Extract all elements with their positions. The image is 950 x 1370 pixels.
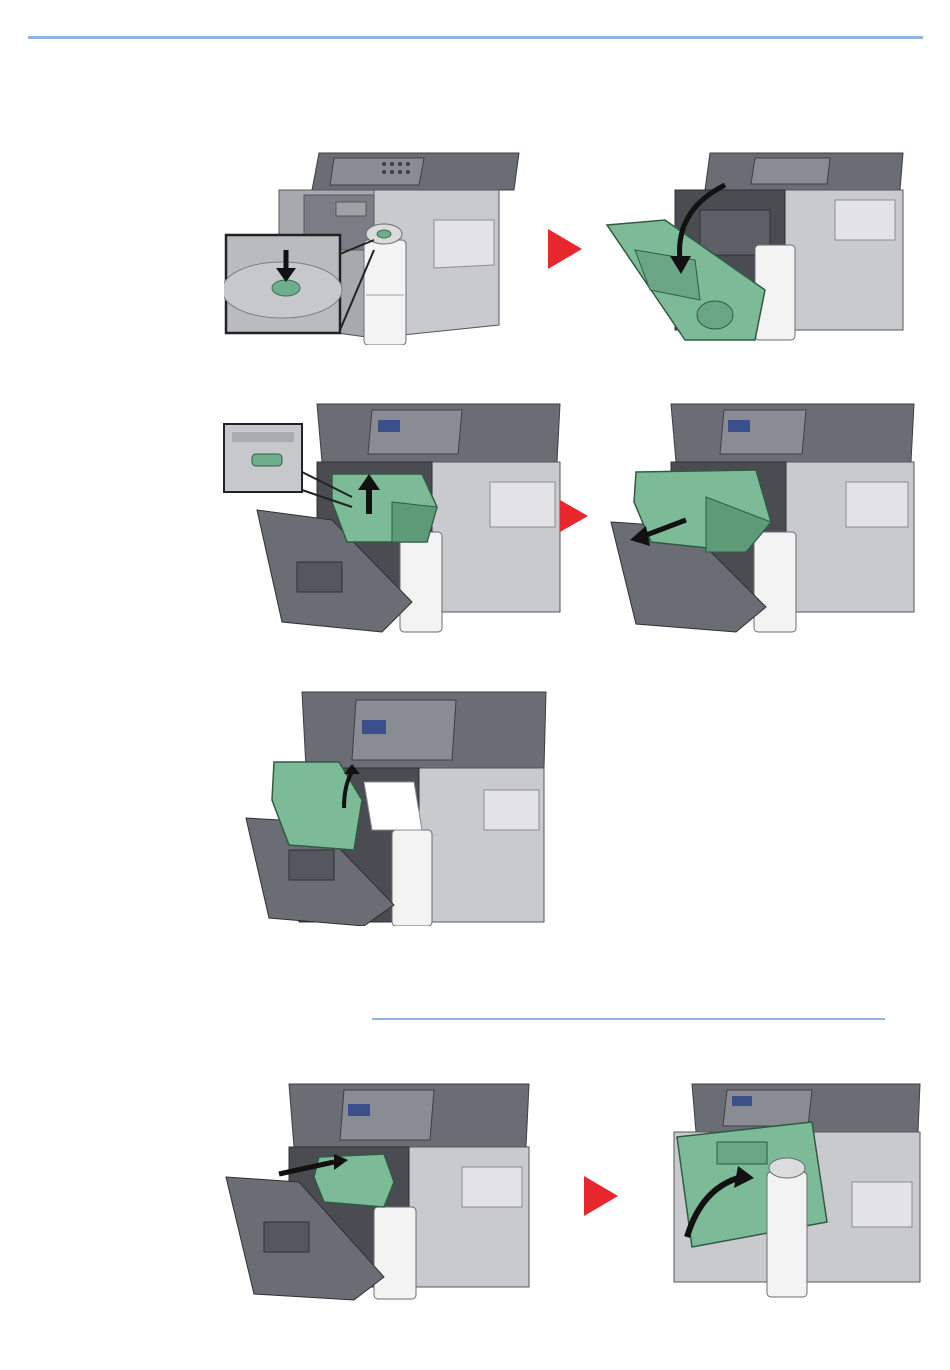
step-arrow-icon xyxy=(584,1176,618,1216)
printer-release-button-illustration xyxy=(224,150,524,345)
header-rule xyxy=(28,36,923,39)
printer-front-cover-opening-illustration xyxy=(605,150,905,345)
step-arrow-icon xyxy=(548,229,582,269)
drum-unit-pull-out-illustration xyxy=(606,402,916,634)
toner-container-lift-illustration xyxy=(222,402,564,634)
section-rule xyxy=(372,1018,885,1020)
paper-jam-removal-illustration xyxy=(244,690,550,926)
step-arrow-icon xyxy=(560,500,588,532)
printer-front-cover-closing-illustration xyxy=(672,1082,922,1302)
drum-unit-insert-illustration xyxy=(224,1082,534,1302)
